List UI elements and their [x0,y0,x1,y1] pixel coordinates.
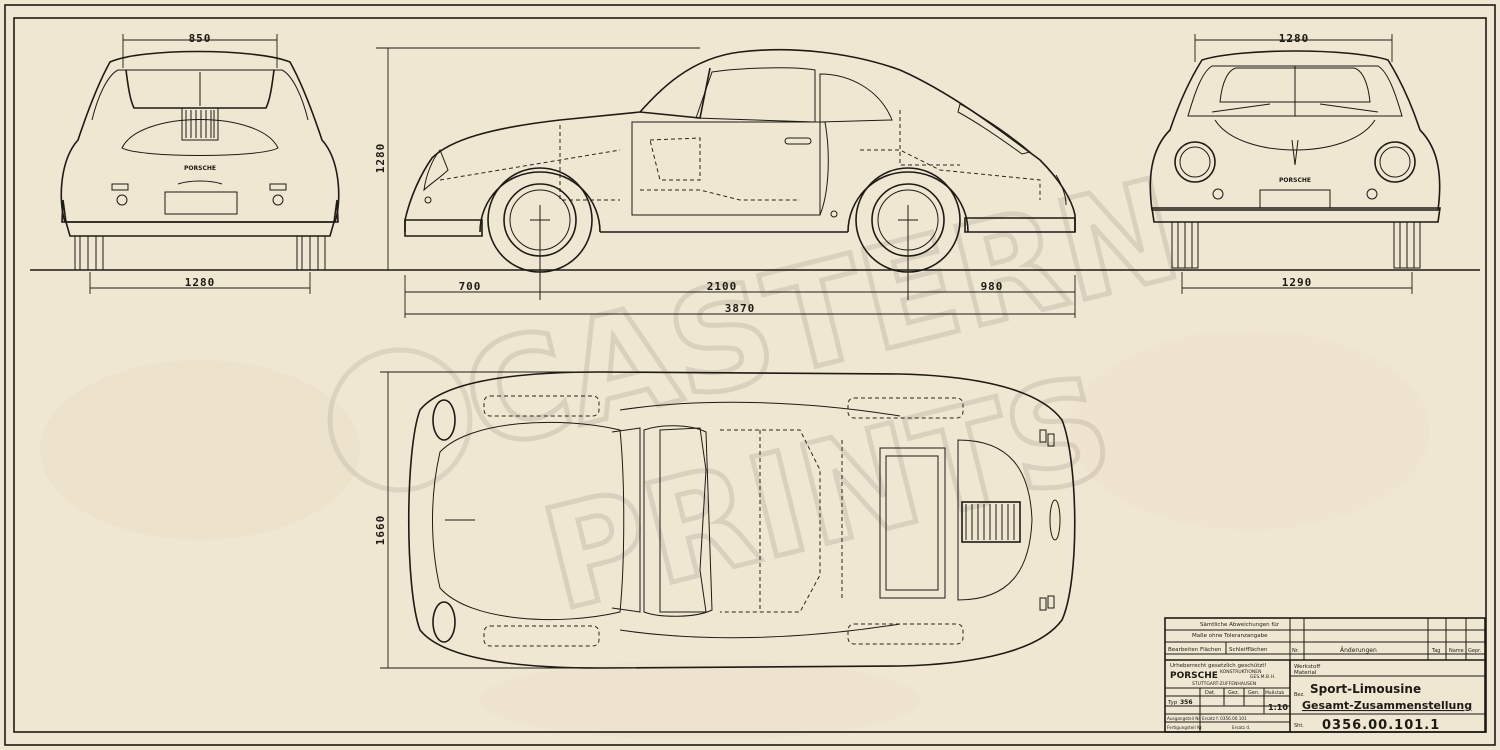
tb-note-row-a: Bearbeiten Flächen [1168,647,1222,653]
tb-company-sub2: GES.M.B.H. [1250,674,1275,680]
dim-height: 1280 [374,143,387,174]
tb-rev-nr: Nr. [1292,648,1299,654]
tb-material: Material [1294,670,1317,676]
tb-col-dat: Dat. [1205,690,1216,696]
front-view: PORSCHE [1149,50,1441,269]
rear-dimensions [89,34,311,294]
tb-row-ausgangsteil: Ausgangsteil Nr. [1167,716,1201,721]
rear-badge: PORSCHE [184,165,216,172]
tb-name-line1: Sport-Limousine [1310,682,1421,696]
tb-rev-gepr: Gepr. [1468,648,1482,654]
outer-border [4,4,1496,746]
tb-typ-label: Typ [1167,700,1178,706]
tb-col-gez: Gez. [1228,690,1240,696]
dim-body-width: 1660 [374,515,387,546]
dim-rear-overhang: 980 [981,280,1004,293]
front-dimensions [1181,34,1413,294]
dim-front-overhang: 700 [459,280,482,293]
dim-front-width: 1280 [1279,32,1310,45]
tb-drawing-number: 0356.00.101.1 [1322,718,1440,733]
tb-company: PORSCHE [1170,671,1218,681]
tb-copyright: Urheberrecht gesetzlich geschützt! [1170,663,1267,669]
dim-front-track: 1290 [1282,276,1313,289]
dim-rear-width: 850 [189,32,212,45]
tb-rev-change: Änderungen [1340,647,1377,654]
dim-rear-track: 1280 [185,276,216,289]
tb-row-ersatz-durch: Ersatz d. [1232,725,1250,730]
tb-sht-label: Sht. [1294,723,1304,729]
tb-company-sub1: KONSTRUKTIONEN [1220,669,1261,675]
tb-row-fertigungsteil: Fertigungsteil Nr. [1167,725,1203,730]
title-block [1164,617,1486,733]
tb-col-massstab: Maßstab [1265,690,1284,696]
side-dimensions [376,47,1076,318]
title-block-text: Sämtliche Abweichungen für Maße ohne Tol… [1167,622,1482,733]
watermark: CASTERN PRINTS [327,146,1197,645]
tb-note-row-b: Schleifflächen [1229,647,1268,653]
top-view [407,371,1076,669]
top-dimensions [380,371,600,669]
tb-rev-name: Name [1449,648,1464,654]
rear-view: PORSCHE [60,50,340,271]
tb-scale: 1:10 [1268,703,1288,712]
tb-werkstoff: Werkstoff [1294,664,1320,670]
dim-wheelbase: 2100 [707,280,738,293]
tb-name-line2: Gesamt-Zusammenstellung [1302,699,1472,712]
tb-note-line2: Maße ohne Toleranzangabe [1192,633,1268,639]
tb-typ-value: 356 [1180,699,1193,706]
paper-texture [40,330,1430,740]
tb-company-city: STUTTGART-ZUFFENHAUSEN [1192,681,1256,687]
front-badge: PORSCHE [1279,177,1311,184]
tb-bez-label: Bez. [1294,692,1305,698]
tb-row-ersatz: Ersatz f. 0356.00.101 [1202,716,1247,721]
side-view [404,48,1076,300]
dim-length: 3870 [725,302,756,315]
tb-note-line1: Sämtliche Abweichungen für [1200,622,1280,628]
tb-rev-day: Tag [1431,648,1440,654]
tb-col-gen: Gen. [1248,690,1260,696]
inner-border [13,17,1487,733]
